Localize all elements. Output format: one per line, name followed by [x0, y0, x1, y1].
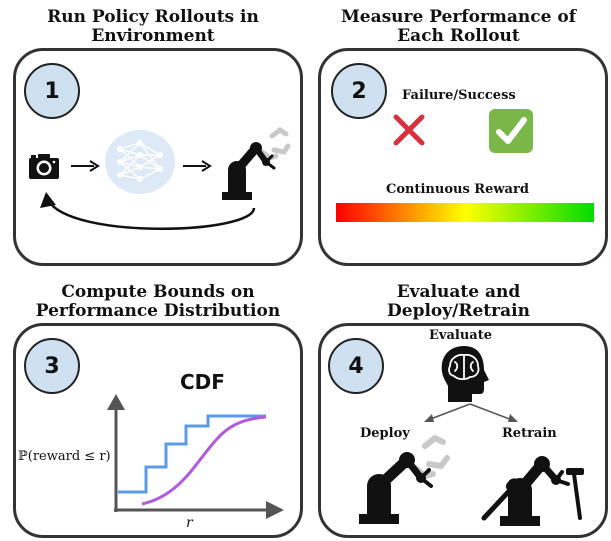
camera-icon [29, 154, 59, 179]
continuous-reward-label: Continuous Reward [386, 182, 529, 197]
panel2-title: Measure Performance of Each Rollout [306, 8, 611, 46]
retrain-robot-icon [481, 456, 584, 526]
failure-x-icon [393, 114, 425, 146]
failure-success-label: Failure/Success [402, 88, 516, 103]
arrow-camera-to-policy [71, 160, 100, 172]
deploy-robot-icon [359, 434, 450, 524]
cdf-label: CDF [180, 370, 225, 394]
evaluate-label: Evaluate [429, 328, 492, 343]
y-axis-arrowhead [107, 394, 125, 410]
reward-gradient-bar [336, 203, 594, 222]
step-badge-4: 4 [328, 338, 384, 394]
bound-step-curve [118, 414, 266, 494]
neural-network-icon [105, 130, 175, 194]
retrain-label: Retrain [502, 426, 557, 441]
arrow-policy-to-robot [183, 160, 212, 172]
panel4-title-line2: Deploy/Retrain [387, 301, 530, 321]
panel3-title-line2: Performance Distribution [35, 301, 281, 321]
panel3-title-line1: Compute Bounds on [61, 282, 255, 302]
panel4-title-line1: Evaluate and [396, 282, 521, 302]
cdf-curve [141, 415, 267, 506]
robot-arm-icon [222, 126, 291, 200]
feedback-arrow [40, 192, 256, 230]
head-brain-icon [441, 346, 489, 402]
step-badge-2: 2 [331, 63, 387, 119]
panel1-title-line2: Environment [91, 26, 215, 46]
cdf-plot [107, 394, 284, 519]
panel2-title-line1: Measure Performance of [340, 7, 577, 27]
success-check-icon [489, 109, 533, 153]
x-axis-arrowhead [266, 501, 284, 519]
panel3-title: Compute Bounds on Performance Distributi… [0, 283, 316, 321]
panel4-title: Evaluate and Deploy/Retrain [306, 283, 611, 321]
step-badge-1: 1 [24, 63, 80, 119]
branch-arrows [424, 403, 518, 422]
step-badge-3: 3 [24, 338, 80, 394]
panel1-title: Run Policy Rollouts in Environment [0, 8, 306, 46]
deploy-label: Deploy [360, 426, 410, 441]
panel1-title-line1: Run Policy Rollouts in [47, 7, 259, 27]
cdf-y-label: ℙ(reward ≤ r) [18, 449, 111, 464]
panel2-title-line2: Each Rollout [397, 26, 520, 46]
cdf-x-label: r [186, 515, 193, 531]
